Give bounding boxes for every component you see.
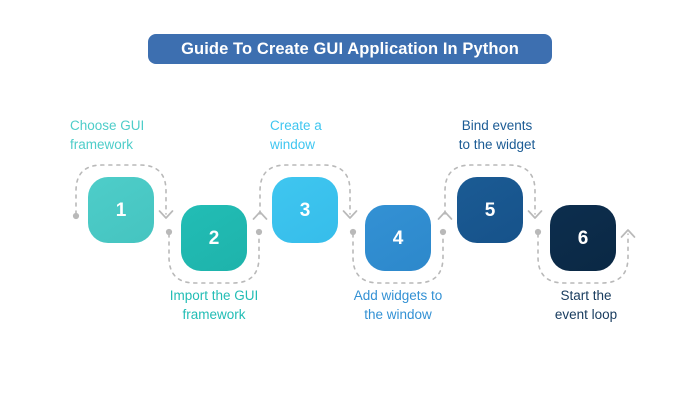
- title-banner: Guide To Create GUI Application In Pytho…: [148, 34, 552, 64]
- step-box-4[interactable]: 4: [365, 205, 431, 271]
- step-box-3[interactable]: 3: [272, 177, 338, 243]
- connector-dot-3: [349, 228, 357, 236]
- connector-arrow-down-5: [527, 210, 543, 219]
- step-label-2: Import the GUI framework: [169, 288, 259, 322]
- connector-dot-5: [534, 228, 542, 236]
- step-label-5: Bind events to the widget: [458, 118, 536, 152]
- step-label-4: Add widgets to the window: [353, 288, 443, 322]
- step-number-5: 5: [484, 199, 496, 221]
- connector-arrow-up-2: [252, 211, 268, 220]
- step-number-6: 6: [577, 227, 589, 249]
- connector-arrow-up-4: [437, 211, 453, 220]
- step-box-2[interactable]: 2: [181, 205, 247, 271]
- connector-dot-2: [255, 228, 263, 236]
- connector-dot-4: [439, 228, 447, 236]
- connector-dot-1: [165, 228, 173, 236]
- step-number-4: 4: [392, 227, 404, 249]
- page-title: Guide To Create GUI Application In Pytho…: [181, 39, 519, 58]
- step-box-6[interactable]: 6: [550, 205, 616, 271]
- step-box-1[interactable]: 1: [88, 177, 154, 243]
- step-number-1: 1: [115, 199, 127, 221]
- connector-start-dot: [72, 212, 80, 220]
- step-number-3: 3: [299, 199, 311, 221]
- step-label-3: Create a window: [270, 118, 322, 152]
- connector-end-arrow: [620, 229, 636, 238]
- connector-arrow-down-3: [342, 210, 358, 219]
- step-label-6: Start the event loop: [554, 288, 618, 322]
- step-number-2: 2: [208, 227, 220, 249]
- step-label-1: Choose GUI framework: [70, 118, 145, 152]
- connector-arrow-down-1: [158, 210, 174, 219]
- step-box-5[interactable]: 5: [457, 177, 523, 243]
